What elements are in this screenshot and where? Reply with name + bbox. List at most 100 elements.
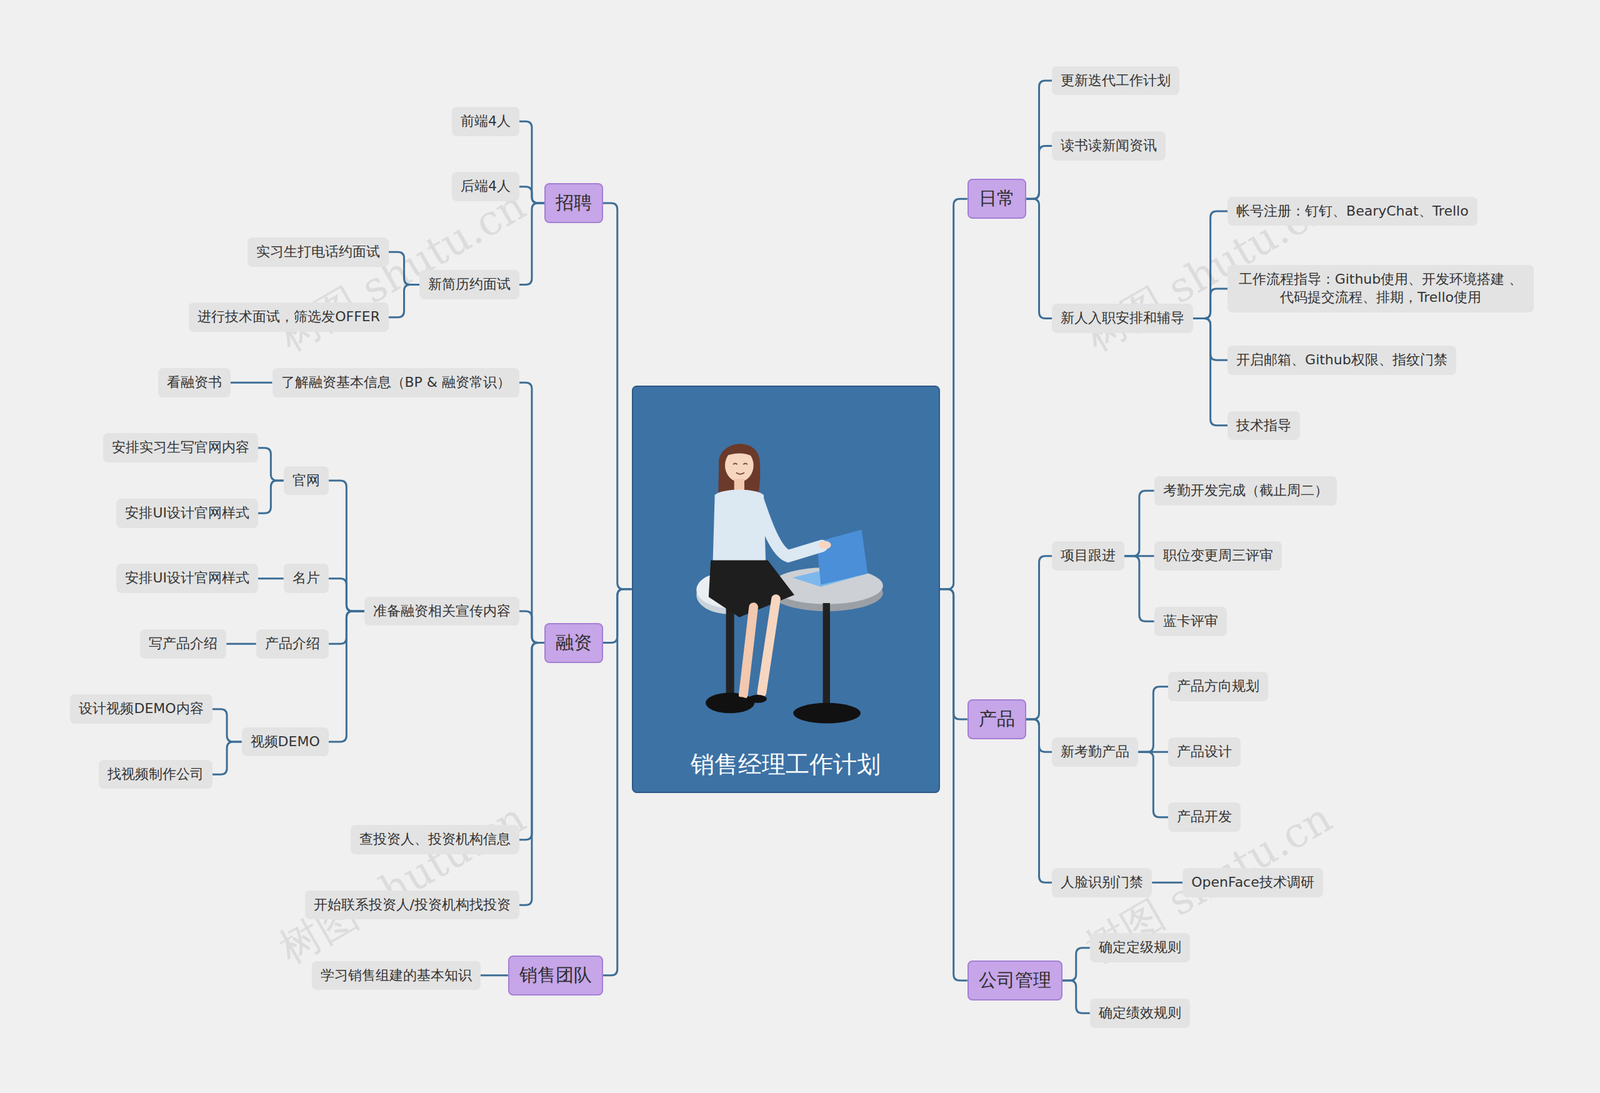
topic-text: 更新迭代工作计划	[1060, 71, 1171, 90]
branch-connector	[1124, 556, 1154, 622]
branch-connector	[519, 643, 545, 906]
topic-text: 名片	[292, 569, 320, 588]
topic-text: 安排实习生写官网内容	[111, 438, 250, 457]
topic-text: 考勤开发完成（截止周二）	[1163, 481, 1329, 500]
topic-text: OpenFace技术调研	[1191, 873, 1315, 892]
branch-connector	[230, 381, 273, 384]
topic-box: 职位变更周三评审	[1154, 541, 1282, 571]
branch-connector	[1193, 318, 1228, 425]
topic-box: 新考勤产品	[1051, 737, 1139, 767]
branch-connector	[212, 709, 242, 742]
branch-connector	[1062, 948, 1090, 981]
topic-box: 安排实习生写官网内容	[103, 433, 259, 463]
branch-connector	[258, 577, 284, 580]
topic-text: 职位变更周三评审	[1163, 546, 1274, 565]
branch-connector	[328, 578, 365, 612]
topic-box: 技术指导	[1227, 411, 1300, 441]
main-branch: 融资	[544, 623, 604, 664]
topic-box: 了解融资基本信息（BP & 融资常识）	[272, 368, 520, 398]
branch-connector	[328, 611, 365, 742]
topic-text: 日常	[978, 186, 1015, 212]
topic-box: 开启邮箱、Github权限、指纹门禁	[1227, 345, 1457, 375]
topic-text: 产品设计	[1176, 743, 1232, 762]
topic-box: OpenFace技术调研	[1182, 868, 1324, 898]
topic-text: 看融资书	[166, 373, 222, 392]
topic-box: 安排UI设计官网样式	[116, 498, 259, 529]
topic-box: 查投资人、投资机构信息	[350, 825, 520, 855]
topic-box: 蓝卡评审	[1154, 606, 1227, 637]
branch-connector	[226, 643, 256, 645]
topic-box: 产品开发	[1168, 802, 1241, 832]
branch-connector	[258, 480, 284, 514]
branch-connector	[1026, 719, 1053, 883]
topic-box: 学习销售组建的基本知识	[311, 961, 481, 991]
branch-connector	[1124, 490, 1154, 556]
topic-text: 公司管理	[978, 968, 1052, 994]
topic-box: 帐号注册：钉钉、BearyChat、Trello	[1227, 196, 1478, 227]
topic-text: 找视频制作公司	[107, 765, 204, 784]
topic-box: 开始联系投资人/投资机构找投资	[305, 890, 520, 920]
branch-connector	[1026, 80, 1053, 199]
topic-box: 工作流程指导：Github使用、开发环境搭建 、代码提交流程、排期，Trello…	[1227, 265, 1534, 312]
central-title: 销售经理工作计划	[690, 748, 881, 781]
main-branch: 公司管理	[967, 960, 1063, 1001]
topic-box: 设计视频DEMO内容	[70, 694, 212, 724]
topic-text: 产品	[978, 706, 1015, 732]
branch-connector	[519, 382, 545, 643]
topic-box: 考勤开发完成（截止周二）	[1154, 476, 1337, 506]
topic-text: 新人入职安排和辅导	[1060, 309, 1185, 328]
topic-box: 人脸识别门禁	[1051, 868, 1152, 898]
topic-box: 更新迭代工作计划	[1051, 66, 1180, 96]
topic-box: 进行技术面试，筛选发OFFER	[188, 302, 389, 332]
topic-box: 新人入职安排和辅导	[1051, 303, 1194, 334]
topic-text: 新简历约面试	[428, 275, 511, 294]
topic-text: 工作流程指导：Github使用、开发环境搭建 、代码提交流程、排期，Trello…	[1236, 270, 1525, 307]
branch-connector	[519, 121, 545, 204]
branch-connector	[1026, 556, 1053, 720]
topic-text: 蓝卡评审	[1163, 612, 1219, 631]
topic-text: 学习销售组建的基本知识	[320, 966, 472, 985]
topic-text: 开启邮箱、Github权限、指纹门禁	[1236, 351, 1448, 370]
illustration	[694, 431, 889, 728]
topic-text: 读书读新闻资讯	[1060, 136, 1157, 155]
branch-connector	[603, 589, 632, 976]
topic-text: 技术指导	[1236, 416, 1292, 435]
topic-text: 安排UI设计官网样式	[125, 569, 250, 588]
branch-connector	[1062, 980, 1090, 1014]
topic-box: 确定绩效规则	[1090, 998, 1190, 1029]
topic-text: 人脸识别门禁	[1060, 873, 1144, 892]
main-branch: 招聘	[544, 183, 604, 224]
topic-box: 后端4人	[451, 171, 520, 202]
topic-box: 写产品介绍	[140, 629, 227, 659]
topic-box: 安排UI设计官网样式	[116, 563, 259, 594]
topic-text: 开始联系投资人/投资机构找投资	[313, 896, 511, 915]
branch-connector	[1026, 198, 1053, 319]
topic-text: 确定绩效规则	[1098, 1004, 1182, 1023]
branch-connector	[1138, 751, 1169, 818]
topic-text: 产品开发	[1176, 808, 1232, 827]
topic-box: 看融资书	[158, 368, 231, 398]
branch-connector	[1026, 145, 1053, 199]
branch-connector	[212, 741, 242, 775]
topic-box: 名片	[283, 563, 329, 594]
topic-box: 视频DEMO	[241, 727, 329, 757]
topic-text: 确定定级规则	[1098, 938, 1182, 957]
topic-text: 前端4人	[460, 112, 511, 131]
topic-box: 实习生打电话约面试	[247, 237, 389, 267]
topic-text: 新考勤产品	[1060, 743, 1130, 762]
topic-text: 视频DEMO	[250, 733, 320, 752]
topic-box: 官网	[283, 466, 329, 496]
branch-connector	[603, 203, 632, 590]
topic-text: 准备融资相关宣传内容	[373, 602, 511, 621]
topic-text: 写产品介绍	[148, 635, 218, 654]
branch-connector	[940, 198, 968, 589]
branch-connector	[1138, 686, 1169, 752]
branch-connector	[519, 186, 545, 204]
topic-text: 查投资人、投资机构信息	[359, 830, 511, 849]
topic-text: 产品介绍	[265, 635, 320, 654]
topic-text: 销售团队	[519, 963, 592, 989]
branch-connector	[519, 611, 545, 644]
topic-text: 帐号注册：钉钉、BearyChat、Trello	[1236, 202, 1469, 221]
topic-box: 读书读新闻资讯	[1051, 131, 1166, 161]
